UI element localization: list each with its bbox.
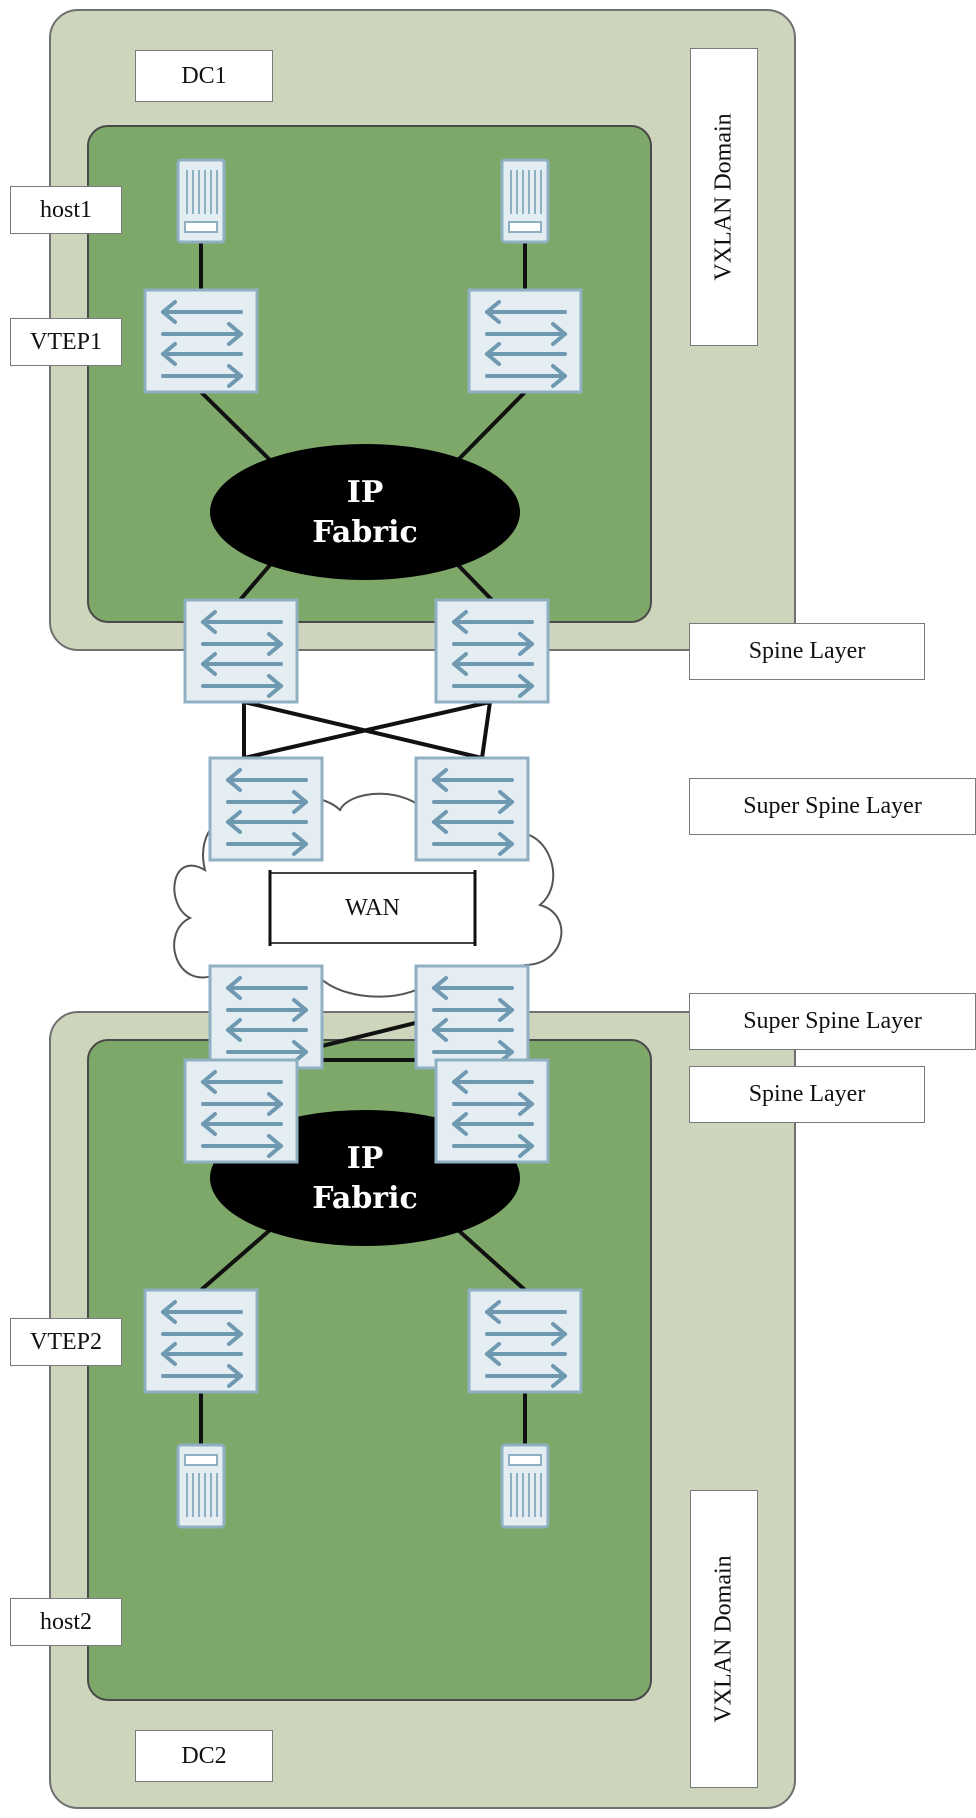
link-fabric-spine-right-dc1 (456, 563, 494, 602)
link-vtep-right-fabric-dc2 (456, 1228, 527, 1292)
super-spine-top-right-switch-icon (414, 756, 530, 862)
ip-fabric-dc1-label-line2: Fabric (312, 515, 418, 550)
host1-server-icon (176, 158, 226, 244)
vtep2-switch-icon (143, 1288, 259, 1394)
host2-label: host2 (10, 1598, 122, 1646)
super-spine-layer-top-label: Super Spine Layer (689, 778, 976, 835)
ip-fabric-dc1 (210, 444, 520, 580)
vtep1-label: VTEP1 (10, 318, 122, 366)
server-dc2-right-icon (500, 1443, 550, 1529)
link-vtep-right-fabric-dc1 (456, 390, 527, 462)
link-vtep2-fabric (199, 1228, 272, 1292)
spine-dc1-left-switch-icon (183, 598, 299, 704)
spine-layer-top-label: Spine Layer (689, 623, 925, 680)
ip-fabric-dc1-label-line1: IP (347, 475, 384, 510)
vtep1-switch-icon (143, 288, 259, 394)
link-fabric-spine-left-dc1 (238, 563, 272, 602)
vtep-dc1-right-switch-icon (467, 288, 583, 394)
ip-fabric-dc2-label-line2: Fabric (312, 1181, 418, 1216)
super-spine-bottom-right-switch-icon (414, 964, 530, 1070)
spine-dc2-right-switch-icon (434, 1058, 550, 1164)
link-vtep1-fabric (199, 390, 272, 462)
super-spine-bottom-left-switch-icon (208, 964, 324, 1070)
dc1-vxlan-domain-label: VXLAN Domain (690, 48, 758, 346)
wan-label: WAN (345, 894, 400, 921)
dc1-label: DC1 (135, 50, 273, 102)
host2-server-icon (176, 1443, 226, 1529)
spine-dc2-left-switch-icon (183, 1058, 299, 1164)
super-spine-top-left-switch-icon (208, 756, 324, 862)
dc2-label: DC2 (135, 1730, 273, 1782)
spine-layer-bottom-label: Spine Layer (689, 1066, 925, 1123)
vtep2-label: VTEP2 (10, 1318, 122, 1366)
spine-dc1-right-switch-icon (434, 598, 550, 704)
server-dc1-right-icon (500, 158, 550, 244)
super-spine-layer-bottom-label: Super Spine Layer (689, 993, 976, 1050)
ip-fabric-dc2-label-line1: IP (347, 1141, 384, 1176)
spine-superspine-cross-top (242, 699, 493, 761)
vtep-dc2-right-switch-icon (467, 1288, 583, 1394)
host1-label: host1 (10, 186, 122, 234)
dc2-vxlan-domain-label: VXLAN Domain (690, 1490, 758, 1788)
